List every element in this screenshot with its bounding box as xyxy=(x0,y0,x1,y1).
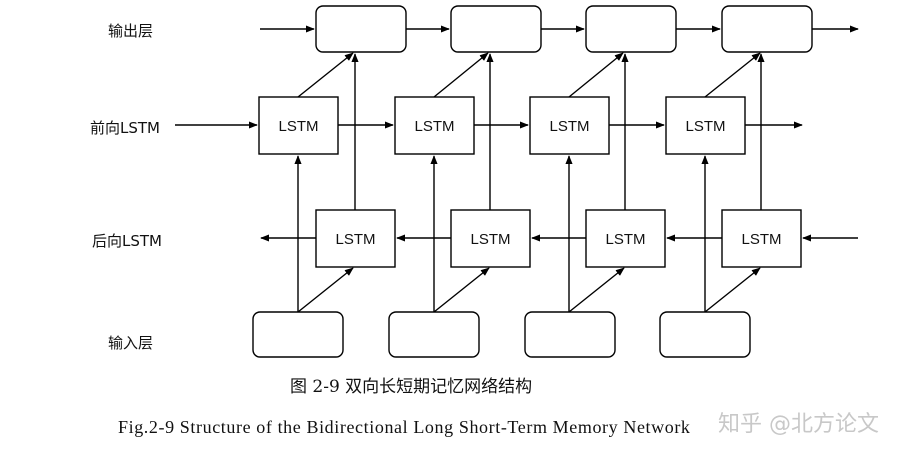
forward-to-output-1 xyxy=(297,52,354,98)
input-layer-label: 输入层 xyxy=(108,334,153,352)
input-to-backward-3 xyxy=(568,267,625,313)
input-node-4 xyxy=(659,311,751,358)
forward-lstm-text-4: LSTM xyxy=(685,118,725,135)
forward-lstm-text-3: LSTM xyxy=(549,118,589,135)
forward-lstm-text-2: LSTM xyxy=(414,118,454,135)
output-node-4 xyxy=(721,5,813,53)
forward-to-output-2 xyxy=(433,52,489,98)
backward-lstm-label: 后向LSTM xyxy=(92,232,162,250)
input-to-backward-2 xyxy=(433,267,490,313)
watermark-text: 知乎 @北方论文 xyxy=(718,412,879,437)
backward-lstm-cell-4 xyxy=(721,209,802,268)
backward-lstm-text-1: LSTM xyxy=(335,231,375,248)
forward-lstm-cell-2 xyxy=(394,96,475,155)
backward-lstm-cell-3 xyxy=(585,209,666,268)
output-layer-label: 输出层 xyxy=(108,22,153,40)
output-node-2 xyxy=(450,5,542,53)
forward-lstm-label: 前向LSTM xyxy=(90,119,160,137)
input-to-backward-4 xyxy=(704,267,761,313)
input-node-1 xyxy=(252,311,344,358)
backward-lstm-text-3: LSTM xyxy=(605,231,645,248)
forward-to-output-3 xyxy=(568,52,624,98)
output-node-1 xyxy=(315,5,407,53)
figure-caption-chinese: 图 2-9 双向长短期记忆网络结构 xyxy=(290,377,532,397)
figure-caption-english: Fig.2-9 Structure of the Bidirectional L… xyxy=(118,417,691,437)
input-node-2 xyxy=(388,311,480,358)
backward-lstm-text-4: LSTM xyxy=(741,231,781,248)
forward-lstm-cell-1 xyxy=(258,96,339,155)
forward-lstm-text-1: LSTM xyxy=(278,118,318,135)
input-node-3 xyxy=(524,311,616,358)
output-node-3 xyxy=(585,5,677,53)
backward-lstm-text-2: LSTM xyxy=(470,231,510,248)
forward-to-output-4 xyxy=(704,52,761,98)
input-to-backward-1 xyxy=(297,267,354,313)
